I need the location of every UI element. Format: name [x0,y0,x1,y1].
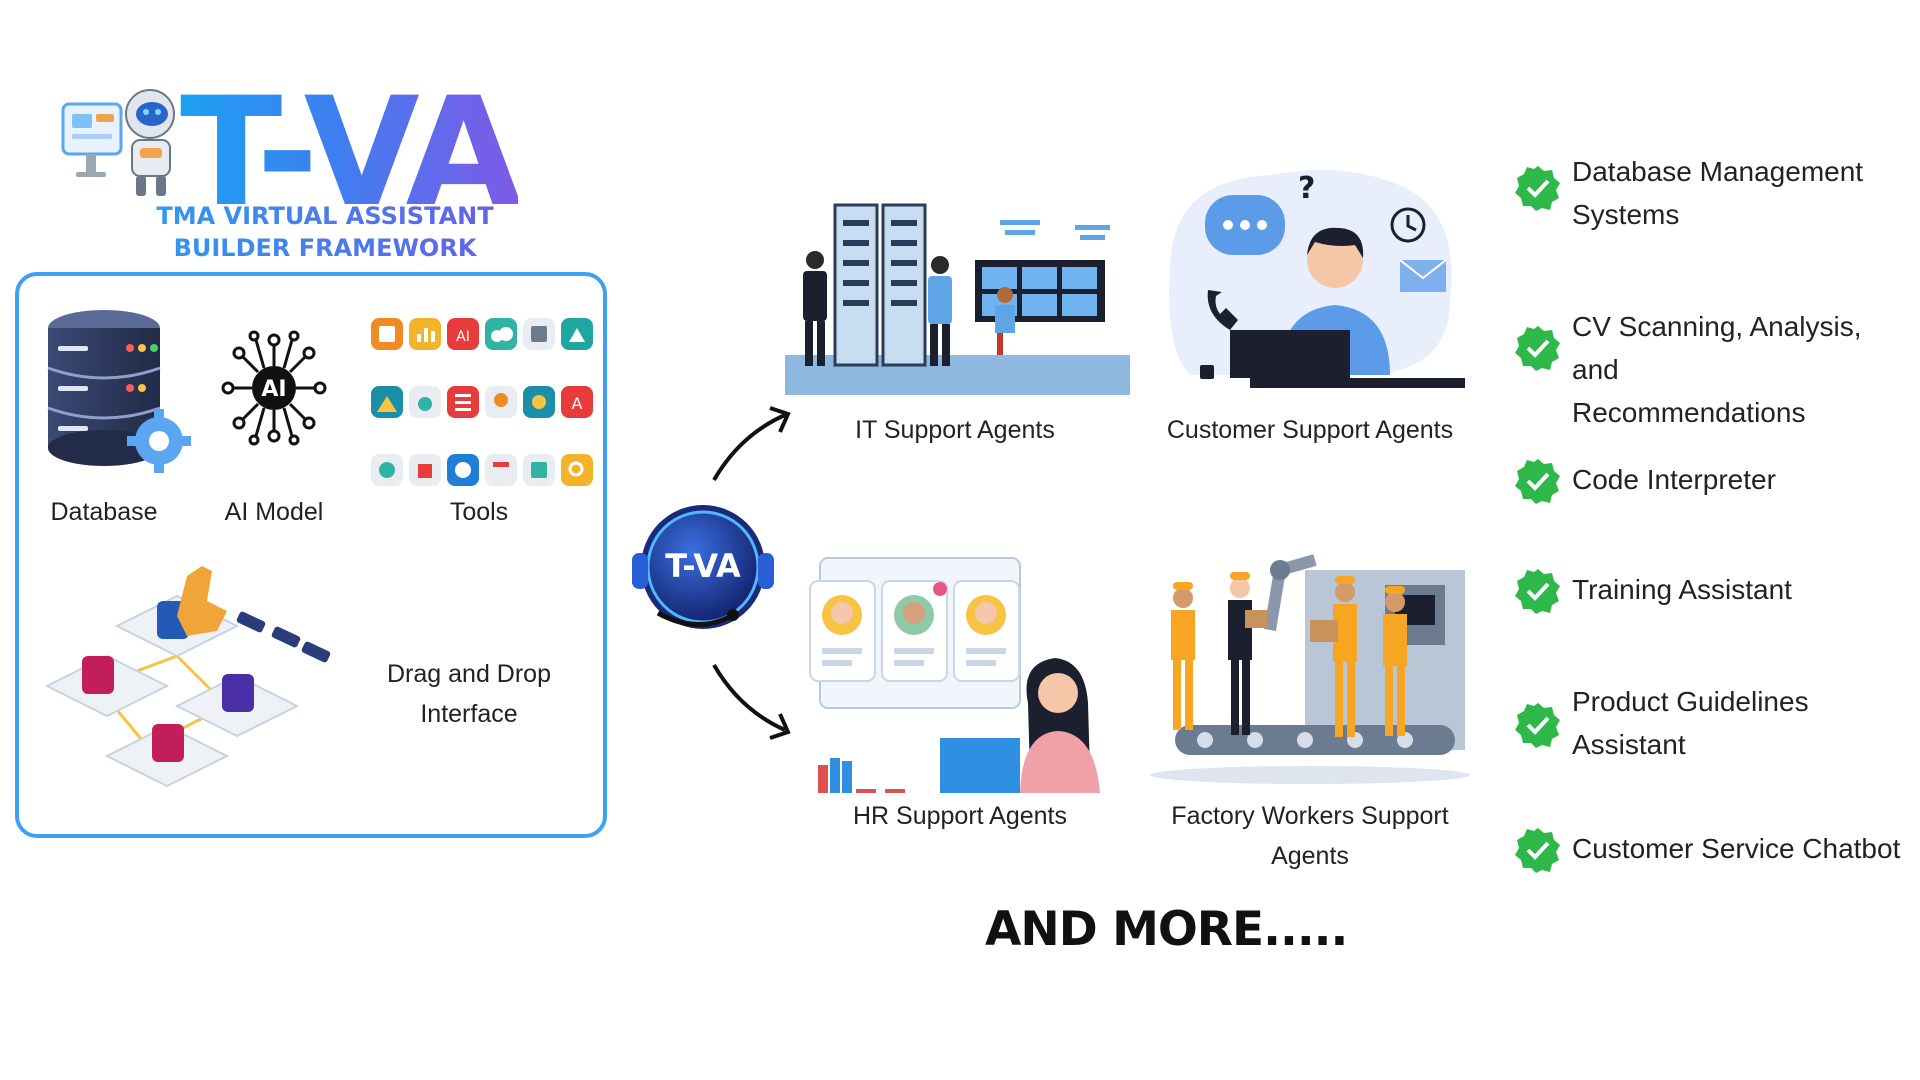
capability-line1: Product Guidelines [1572,686,1809,717]
capability-line1: Code Interpreter [1572,464,1776,495]
badge-text: T-VA [665,547,741,585]
check-badge-icon [1515,166,1560,211]
robot-mascot-icon [61,89,175,196]
operator-icon [995,287,1015,355]
arrows [712,406,791,740]
it-support-label: IT Support Agents [855,416,1055,444]
capability-line2: Assistant [1572,729,1686,760]
it-support-illustration [785,203,1130,395]
capability-line1: Training Assistant [1572,574,1792,605]
customer-support-illustration: ? [1169,170,1465,388]
svg-text:AI: AI [456,329,470,345]
envelope-icon [1399,259,1447,292]
factory-support-label-line1: Factory Workers Support [1171,802,1449,830]
drag-drop-label-line1: Drag and Drop [387,660,551,688]
capability-line1: CV Scanning, Analysis, and [1572,311,1862,385]
drag-drop-label-line2: Interface [420,700,518,728]
customer-support-label: Customer Support Agents [1166,416,1454,444]
capability-line1: Customer Service Chatbot [1572,833,1901,864]
capability-line2: Recommendations [1572,397,1806,428]
hr-support-label: HR Support Agents [852,802,1067,830]
books-icon [818,758,905,793]
candidate-card-icon [809,580,876,682]
node-card-icon [82,656,114,694]
logo-title: T-VA [180,66,522,240]
tool-drop-icon [409,386,441,418]
check-badge-icon [1515,703,1560,748]
node-card-icon [152,724,184,762]
components-panel: Database AI AI Model AI [15,272,607,838]
ai-model-label: AI Model [224,498,324,526]
laptop-icon [1230,330,1350,378]
ai-chip-text: AI [261,377,286,402]
hand-pointer-icon [177,566,227,636]
and-more-heading: AND MORE..... [985,902,1348,957]
node-card-icon [222,674,254,712]
technician-icon [803,251,827,366]
svg-text:A: A [572,394,583,413]
tools-label: Tools [449,498,509,526]
tool-gift-icon [409,454,441,486]
logo: T-VA TMA VIRTUAL ASSISTANT BUILDER FRAME… [55,78,535,278]
tool-adobe-ai-icon: AI [447,318,479,350]
tool-list-icon [447,386,479,418]
tool-globe-icon [371,454,403,486]
mug-icon [1200,365,1214,379]
drag-drop-label: Drag and Drop Interface [354,654,584,734]
ai-chip-icon: AI [221,330,327,446]
tool-acrobat-icon: A [561,386,593,418]
conveyor-belt-icon [1175,725,1455,755]
arrow-up-icon [712,413,786,482]
logo-subtitle-line1: TMA VIRTUAL ASSISTANT [156,202,494,230]
factory-support-label: Factory Workers Support Agents [1145,796,1475,876]
tva-robot-badge: T-VA [628,495,778,645]
drag-drop-illustration [44,566,331,788]
candidate-card-icon [953,580,1020,682]
tool-compass-icon [447,454,479,486]
candidate-card-icon [881,580,948,682]
factory-support-label-line2: Agents [1271,842,1349,870]
tool-mountain-icon [371,386,403,418]
hr-support-illustration [809,557,1100,793]
robot-head-icon [632,505,774,629]
hr-agent-icon [1020,658,1100,793]
tool-calculator-icon [371,318,403,350]
technician-icon [928,256,952,366]
tool-cloud-icon [485,318,517,350]
tools-icon-grid: AI A [371,318,593,486]
tool-search-icon [561,454,593,486]
chat-bubble-icon [1205,195,1285,255]
tool-calendar-icon [485,454,517,486]
tool-chart-icon [409,318,441,350]
database-icon [47,310,191,473]
question-mark-icon: ? [1298,171,1315,206]
phone-icon [1207,290,1238,330]
capability-line2: Systems [1572,199,1680,230]
check-badge-icon [1515,459,1560,504]
check-badge-icon [1515,828,1560,873]
check-badge-icon [1515,326,1560,371]
clock-icon [1390,207,1426,243]
logo-subtitle-line2: BUILDER FRAMEWORK [173,234,477,262]
arrow-down-icon [712,663,786,732]
capability-line1: Database Management [1572,156,1864,187]
database-label: Database [50,498,158,526]
tool-notes-icon [523,454,555,486]
tool-document-icon [523,318,555,350]
tool-weather-icon [523,386,555,418]
factory-worker-icon [1383,586,1407,736]
factory-support-illustration [1150,554,1470,784]
monitor-wall-icon [975,260,1105,322]
tool-pin-icon [485,386,517,418]
factory-worker-icon [1171,582,1195,730]
laptop-icon [940,738,1020,793]
logo-subtitle: TMA VIRTUAL ASSISTANT BUILDER FRAMEWORK [115,200,535,264]
factory-worker-icon [1310,576,1357,737]
check-badge-icon [1515,569,1560,614]
factory-worker-icon [1228,572,1267,735]
tool-drive-icon [561,318,593,350]
